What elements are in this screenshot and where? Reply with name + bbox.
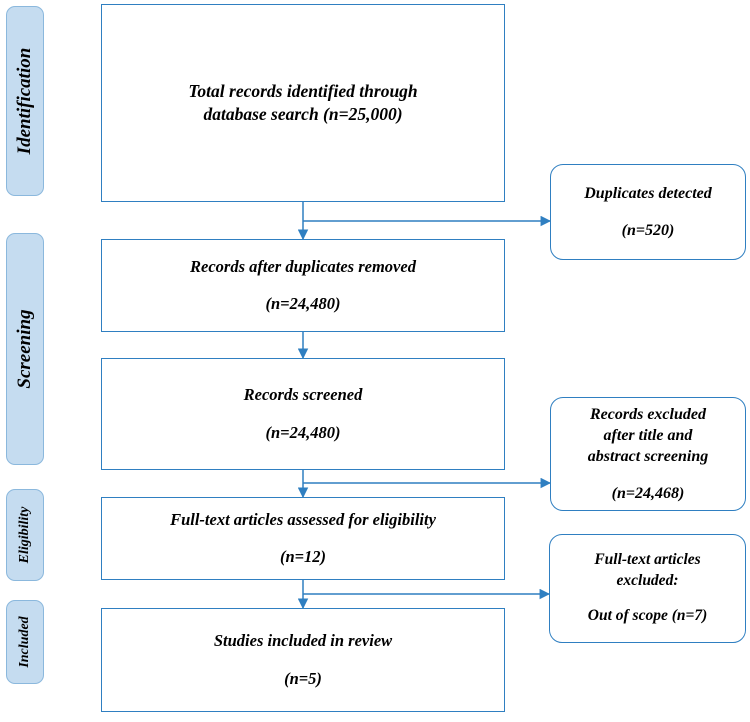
box-records-screened: Records screened (n=24,480) <box>101 358 505 470</box>
box-records-after-duplicates-line-2: (n=24,480) <box>265 294 341 314</box>
box-full-text-assessed-line-2: (n=12) <box>279 547 327 567</box>
box-full-text-excluded-line-3: Out of scope (n=7) <box>587 607 708 625</box>
stage-eligibility: Eligibility <box>6 489 44 581</box>
stage-identification: Identification <box>6 6 44 196</box>
box-total-records-line-1: Total records identified through <box>188 80 418 101</box>
box-duplicates-detected: Duplicates detected (n=520) <box>550 164 746 260</box>
box-full-text-excluded: Full-text articles excluded: Out of scop… <box>549 534 746 643</box>
box-records-excluded-line-2: after title and <box>603 426 693 444</box>
box-records-after-duplicates-line-1: Records after duplicates removed <box>190 256 416 276</box>
box-duplicates-detected-line-2: (n=520) <box>621 221 675 239</box>
stage-screening: Screening <box>6 233 44 465</box>
box-total-records: Total records identified through databas… <box>101 4 505 202</box>
box-full-text-assessed-line-1: Full-text articles assessed for eligibil… <box>170 509 436 529</box>
box-total-records-line-2: database search (n=25,000) <box>203 104 403 124</box>
box-studies-included: Studies included in review (n=5) <box>101 608 505 712</box>
box-duplicates-detected-line-1: Duplicates detected <box>584 184 712 202</box>
box-records-excluded-line-3: abstract screening <box>587 448 709 466</box>
box-records-screened-line-2: (n=24,480) <box>265 422 341 442</box>
box-full-text-excluded-line-2: excluded: <box>616 571 679 589</box>
box-records-screened-line-1: Records screened <box>243 385 363 405</box>
box-records-excluded: Records excluded after title and abstrac… <box>550 397 746 511</box>
box-records-after-duplicates: Records after duplicates removed (n=24,4… <box>101 239 505 332</box>
box-records-excluded-line-1: Records excluded <box>590 405 706 423</box>
box-records-excluded-line-4: (n=24,468) <box>611 485 685 503</box>
box-full-text-excluded-line-1: Full-text articles <box>594 550 701 568</box>
box-studies-included-line-2: (n=5) <box>284 668 322 688</box>
box-studies-included-line-1: Studies included in review <box>213 631 393 651</box>
box-full-text-assessed: Full-text articles assessed for eligibil… <box>101 497 505 580</box>
stage-included: Included <box>6 600 44 684</box>
